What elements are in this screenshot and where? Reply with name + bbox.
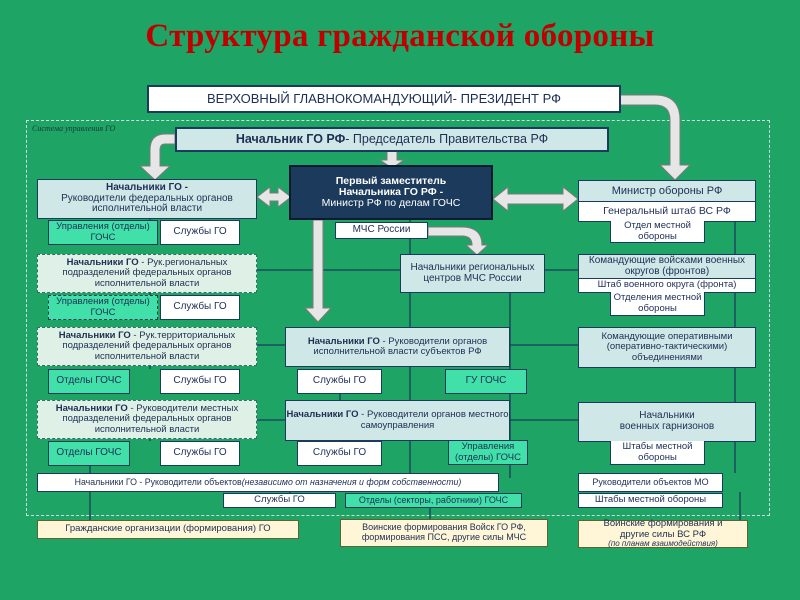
- control-system-label: Система управления ГО: [32, 124, 116, 133]
- subjects-heads-box: Начальники ГО - Руководители органов исп…: [285, 327, 510, 367]
- local-defense-hq-box: Штабы местной обороны: [610, 441, 705, 465]
- objects-heads-box: Начальники ГО - Руководители объектов (н…: [37, 473, 499, 492]
- military-armed-box: Воинские формирования и другие силы ВС Р…: [578, 518, 748, 548]
- federal-heads-desc: Руководители федеральных органов исполни…: [61, 192, 233, 215]
- gochs-depts-4-box: Отделы ГОЧС: [48, 441, 130, 466]
- operational-commanders-box: Командующие оперативными (оперативно-так…: [578, 327, 756, 368]
- subjects-heads-title: Начальники ГО: [307, 335, 380, 347]
- regional-heads-box: Начальники ГО - Рук.региональных подразд…: [37, 254, 257, 293]
- local-federal-heads-box: Начальники ГО - Руководители местных под…: [37, 400, 257, 439]
- regional-heads-desc: - Рук.региональных подразделений федерал…: [62, 257, 232, 289]
- garrison-heads-box: Начальники военных гарнизонов: [578, 402, 756, 442]
- subjects-heads-desc: - Руководители органов исполнительной вл…: [313, 335, 488, 357]
- first-deputy-box: Первый заместитель Начальника ГО РФ - Ми…: [289, 165, 493, 220]
- chief-go-box: Начальник ГО РФ - Председатель Правитель…: [175, 127, 609, 152]
- go-services-7-box: Службы ГО: [223, 493, 336, 508]
- chief-go-title: Начальник ГО РФ: [235, 131, 346, 146]
- district-commanders-box: Командующие войсками военных округов (фр…: [578, 254, 756, 279]
- federal-heads-title: Начальники ГО -: [106, 181, 188, 193]
- local-gov-heads-title: Начальники ГО: [286, 409, 359, 421]
- military-armed-note: (по планам взаимодействия): [608, 538, 718, 548]
- go-services-2-box: Службы ГО: [160, 295, 240, 320]
- regional-centers-box: Начальники региональных центров МЧС Росс…: [400, 254, 545, 293]
- federal-heads-box: Начальники ГО - Руководители федеральных…: [37, 179, 257, 219]
- go-services-1-box: Службы ГО: [160, 220, 240, 245]
- go-services-4-box: Службы ГО: [297, 369, 382, 394]
- gu-gochs-box: ГУ ГОЧС: [445, 369, 527, 394]
- gochs-depts-2-box: Управления (отделы) ГОЧС: [48, 295, 158, 320]
- first-deputy-line1: Первый заместитель: [335, 174, 447, 187]
- civil-orgs-box: Гражданские организации (формирования) Г…: [37, 520, 299, 539]
- go-services-3-box: Службы ГО: [160, 369, 240, 394]
- local-gov-heads-desc: - Руководители органов местного самоупра…: [358, 409, 509, 431]
- district-hq-box: Штаб военного округа (фронта): [578, 278, 756, 293]
- objects-heads-note: (независимо от назначения и форм собстве…: [241, 476, 462, 487]
- local-defense-hqs-box: Штабы местной обороны: [578, 493, 723, 508]
- gochs-depts-1-box: Управления (отделы) ГОЧС: [48, 220, 158, 245]
- general-staff-box: Генеральный штаб ВС РФ: [578, 201, 756, 222]
- supreme-commander-box: ВЕРХОВНЫЙ ГЛАВНОКОМАНДУЮЩИЙ - ПРЕЗИДЕНТ …: [147, 85, 621, 113]
- mchs-russia-box: МЧС России: [335, 222, 428, 239]
- local-defense-depts-box: Отделения местной обороны: [610, 292, 705, 316]
- objects-heads-title: Начальники ГО - Руководители объектов: [74, 476, 242, 487]
- local-gov-heads-box: Начальники ГО - Руководители органов мес…: [285, 400, 510, 441]
- page-title: Структура гражданской обороны: [145, 18, 655, 54]
- local-defense-dept-box: Отдел местной обороны: [610, 221, 705, 243]
- regional-heads-title: Начальники ГО: [66, 257, 139, 269]
- territorial-heads-box: Начальники ГО - Рук.территориальных подр…: [37, 327, 257, 366]
- military-armed-title: Воинские формирования и другие силы ВС Р…: [603, 518, 723, 540]
- territorial-heads-desc: - Рук.территориальных подразделений феде…: [62, 330, 236, 362]
- gochs-depts-3-box: Отделы ГОЧС: [48, 369, 130, 394]
- first-deputy-line2: Начальника ГО РФ -: [338, 185, 444, 198]
- chief-go-role: - Председатель Правительства РФ: [345, 131, 549, 146]
- gochs-sectors-box: Отделы (секторы, работники) ГОЧС: [345, 493, 522, 508]
- gochs-admin-box: Управления (отделы) ГОЧС: [448, 440, 528, 465]
- territorial-heads-title: Начальники ГО: [58, 330, 131, 342]
- first-deputy-line3: Министр РФ по делам ГОЧС: [321, 197, 461, 210]
- minister-defense-box: Министр обороны РФ: [578, 180, 756, 202]
- control-system-frame: [26, 120, 770, 516]
- supreme-commander-title: ВЕРХОВНЫЙ ГЛАВНОКОМАНДУЮЩИЙ: [206, 90, 453, 106]
- mo-objects-heads-box: Руководители объектов МО: [578, 473, 723, 492]
- go-services-6-box: Службы ГО: [297, 441, 382, 466]
- military-go-box: Воинские формирования Войск ГО РФ, форми…: [340, 519, 548, 547]
- supreme-commander-role: - ПРЕЗИДЕНТ РФ: [452, 90, 561, 106]
- local-federal-heads-title: Начальники ГО: [55, 403, 128, 415]
- local-federal-heads-desc: - Руководители местных подразделений фед…: [62, 403, 239, 435]
- go-services-5-box: Службы ГО: [160, 441, 240, 466]
